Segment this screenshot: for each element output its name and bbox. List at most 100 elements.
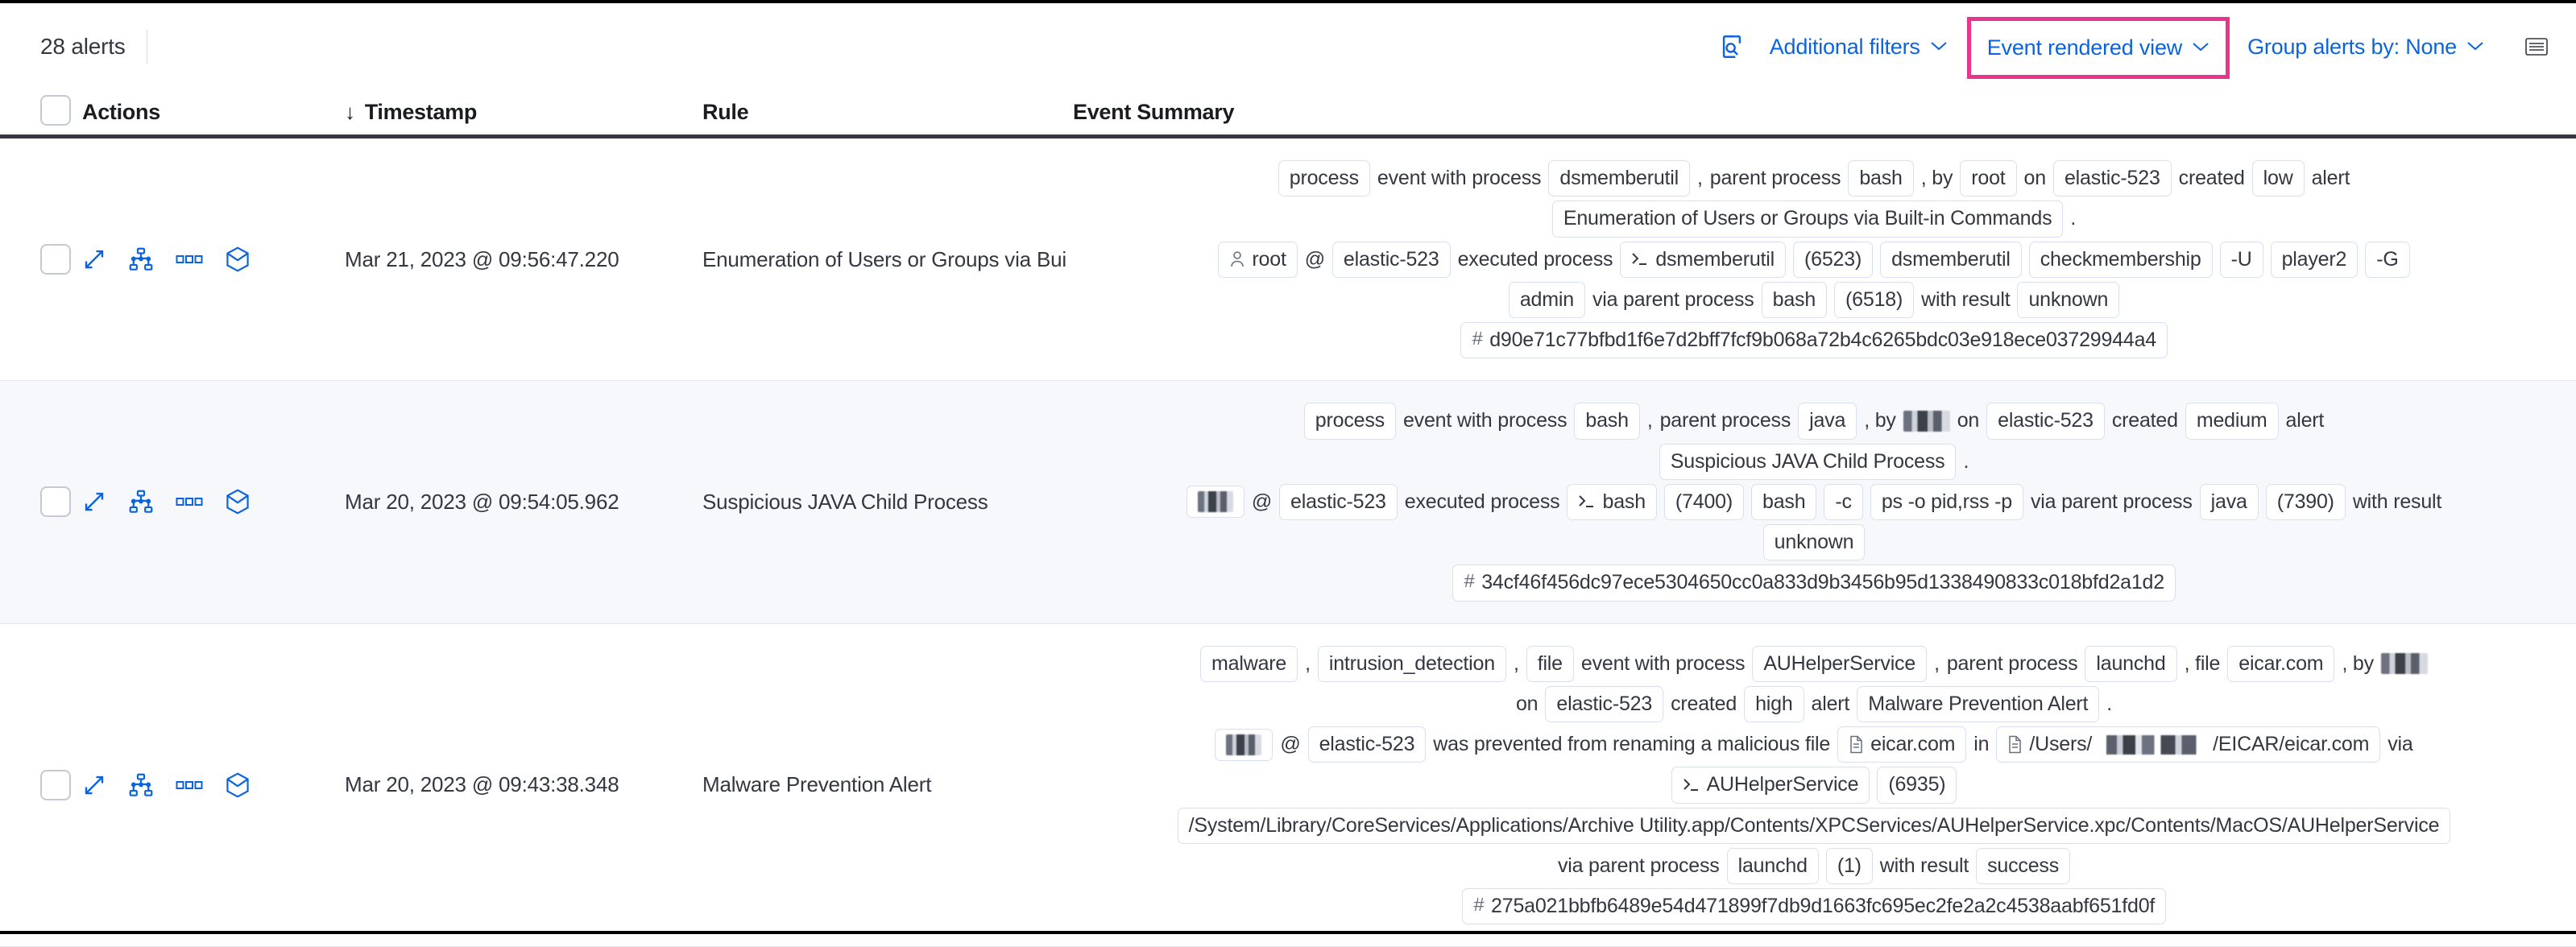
event-summary-chip[interactable]: bash <box>1762 282 1827 318</box>
event-summary-chip[interactable]: /System/Library/CoreServices/Application… <box>1178 808 2451 844</box>
expand-icon[interactable] <box>82 773 106 797</box>
event-summary-chip[interactable]: (6518) <box>1834 282 1914 318</box>
more-actions-icon[interactable] <box>176 780 203 791</box>
event-summary-chip-label: (6518) <box>1845 287 1903 312</box>
event-summary-chip[interactable]: #34cf46f456dc97ece5304650cc0a833d9b3456b… <box>1452 564 2176 601</box>
event-summary-chip[interactable]: -G <box>2365 242 2409 278</box>
analyzer-icon[interactable] <box>129 247 153 271</box>
event-summary-chip[interactable]: success <box>1976 848 2070 884</box>
session-view-icon[interactable] <box>226 772 250 798</box>
event-summary-chip[interactable]: bash <box>1574 403 1639 439</box>
more-actions-icon[interactable] <box>176 254 203 265</box>
event-summary-chip[interactable]: unknown <box>2017 282 2119 318</box>
event-summary-chip[interactable]: eicar.com <box>1837 726 1966 763</box>
expand-icon[interactable] <box>82 247 106 271</box>
event-summary-chip[interactable]: unknown <box>1763 524 1866 560</box>
event-summary-chip[interactable]: AUHelperService <box>1752 646 1927 682</box>
event-summary-chip[interactable]: (7390) <box>2266 484 2346 520</box>
row-select-checkbox[interactable] <box>40 486 71 517</box>
event-summary-chip[interactable] <box>1215 729 1273 761</box>
event-summary-chip[interactable]: elastic-523 <box>1545 686 1663 722</box>
event-summary-chip[interactable]: medium <box>2185 403 2279 439</box>
event-summary-chip[interactable]: Suspicious JAVA Child Process <box>1659 444 1957 480</box>
event-summary-text: via parent process <box>1592 288 1754 312</box>
session-view-icon[interactable] <box>226 246 250 272</box>
event-summary-chip-label: /Users/ <box>2029 732 2092 757</box>
event-summary-line: #275a021bbfb6489e54d471899f7db9d1663fc69… <box>1073 888 2555 924</box>
analyzer-icon[interactable] <box>129 490 153 514</box>
select-all-cell <box>40 95 82 130</box>
event-summary-chip[interactable]: process <box>1278 160 1370 196</box>
event-summary-chip[interactable]: Enumeration of Users or Groups via Built… <box>1552 201 2064 237</box>
event-summary-chip[interactable]: low <box>2252 160 2305 196</box>
more-actions-icon[interactable] <box>176 496 203 507</box>
row-actions-cell <box>82 772 345 798</box>
event-summary-chip[interactable]: malware <box>1200 646 1298 682</box>
event-summary-chip[interactable]: AUHelperService <box>1671 767 1870 803</box>
event-summary-chip[interactable]: bash <box>1848 160 1913 196</box>
row-select-checkbox[interactable] <box>40 244 71 275</box>
event-summary-chip[interactable]: Malware Prevention Alert <box>1857 686 2099 722</box>
event-summary-chip[interactable]: process <box>1304 403 1396 439</box>
event-summary-chip[interactable]: root <box>1218 242 1297 278</box>
column-header-event-summary[interactable]: Event Summary <box>1073 100 2576 125</box>
event-summary-chip[interactable]: (7400) <box>1664 484 1744 520</box>
event-summary-chip[interactable]: -c <box>1824 484 1862 520</box>
column-header-actions[interactable]: Actions <box>82 100 345 125</box>
event-summary-chip[interactable]: (6523) <box>1793 242 1873 278</box>
event-summary-chip[interactable]: elastic-523 <box>1986 403 2105 439</box>
event-summary-chip[interactable]: root <box>1960 160 2016 196</box>
event-summary-chip[interactable]: java <box>1798 403 1857 439</box>
event-summary-chip[interactable]: dsmemberutil <box>1620 242 1786 278</box>
event-summary-line: Suspicious JAVA Child Process. <box>1073 444 2555 480</box>
event-summary-chip[interactable]: (1) <box>1826 848 1873 884</box>
event-summary-chip[interactable]: eicar.com <box>2227 646 2334 682</box>
event-summary-chip[interactable]: #275a021bbfb6489e54d471899f7db9d1663fc69… <box>1462 888 2166 924</box>
event-summary-chip[interactable]: checkmembership <box>2029 242 2213 278</box>
event-summary-chip[interactable]: dsmemberutil <box>1880 242 2022 278</box>
row-rule-name[interactable]: Enumeration of Users or Groups via Bui <box>702 247 1066 272</box>
event-summary-chip[interactable] <box>1187 486 1245 518</box>
event-summary-chip[interactable]: intrusion_detection <box>1318 646 1506 682</box>
event-summary-chip[interactable]: bash <box>1751 484 1816 520</box>
event-summary-chip[interactable]: launchd <box>2085 646 2176 682</box>
session-view-icon[interactable] <box>226 489 250 515</box>
keyboard-shortcuts-icon[interactable] <box>2524 36 2549 57</box>
event-summary-chip[interactable]: -U <box>2220 242 2263 278</box>
event-summary-chip-label: dsmemberutil <box>1655 247 1775 272</box>
select-all-checkbox[interactable] <box>40 95 71 126</box>
additional-filters-button[interactable]: Additional filters <box>1758 28 1959 66</box>
event-summary-chip[interactable]: admin <box>1509 282 1585 318</box>
event-summary-chip[interactable]: file <box>1526 646 1574 682</box>
event-summary-chip[interactable]: dsmemberutil <box>1548 160 1690 196</box>
row-rule-name[interactable]: Malware Prevention Alert <box>702 772 931 797</box>
expand-icon[interactable] <box>82 490 106 514</box>
event-summary-chip[interactable]: elastic-523 <box>1308 726 1427 763</box>
event-rendered-view-button[interactable]: Event rendered view <box>1976 29 2221 67</box>
event-summary-chip[interactable]: elastic-523 <box>1279 484 1398 520</box>
event-summary-chip[interactable]: (6935) <box>1877 767 1957 803</box>
event-summary-chip[interactable]: elastic-523 <box>2053 160 2172 196</box>
column-header-timestamp[interactable]: ↓Timestamp <box>345 100 702 125</box>
event-summary-chip[interactable]: player2 <box>2271 242 2359 278</box>
row-rule-name[interactable]: Suspicious JAVA Child Process <box>702 490 988 515</box>
row-select-checkbox[interactable] <box>40 770 71 800</box>
inspect-icon[interactable] <box>1713 28 1750 65</box>
event-summary-chip[interactable]: elastic-523 <box>1332 242 1451 278</box>
event-summary-text: created <box>2179 167 2245 190</box>
event-summary-chip[interactable]: high <box>1744 686 1804 722</box>
column-header-rule[interactable]: Rule <box>702 100 1073 125</box>
event-summary-chip[interactable]: ps -o pid,rss -p <box>1870 484 2023 520</box>
event-summary-chip[interactable]: /Users//EICAR/eicar.com <box>1996 726 2380 763</box>
group-alerts-by-button[interactable]: Group alerts by: None <box>2236 28 2495 66</box>
event-summary-chip[interactable]: bash <box>1567 484 1656 520</box>
event-summary-chip[interactable]: #d90e71c77bfbd1f6e7d2bff7fcf9b068a72b4c6… <box>1460 322 2168 358</box>
analyzer-icon[interactable] <box>129 773 153 797</box>
event-summary-chip[interactable]: java <box>2200 484 2259 520</box>
event-summary-chip[interactable]: launchd <box>1727 848 1819 884</box>
